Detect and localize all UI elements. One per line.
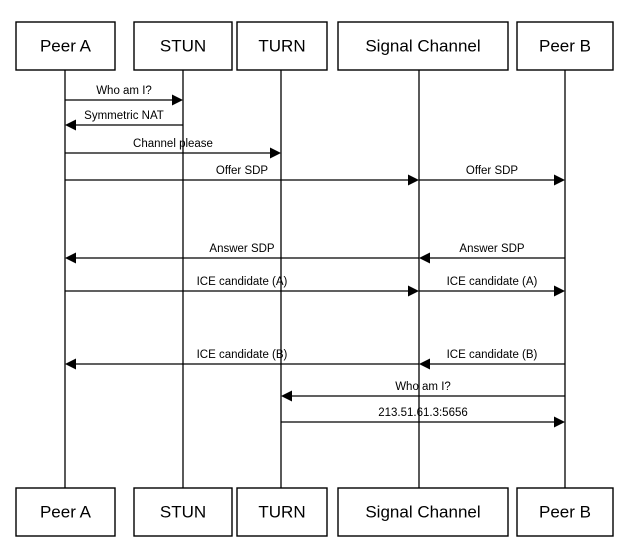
participant-box bbox=[133, 487, 233, 537]
message-5[interactable]: Offer SDP bbox=[419, 165, 565, 186]
participant-label: STUN bbox=[160, 502, 206, 521]
participant-header-layer: Peer A STUN TURN Signal Channel Peer B bbox=[15, 21, 614, 71]
participant-box bbox=[15, 487, 116, 537]
participant-turn-header[interactable]: TURN bbox=[236, 21, 328, 71]
participant-box bbox=[516, 487, 614, 537]
participant-box bbox=[337, 21, 509, 71]
participant-peer-b-footer[interactable]: Peer B bbox=[516, 487, 614, 537]
participant-turn-footer[interactable]: TURN bbox=[236, 487, 328, 537]
participant-stun-footer[interactable]: STUN bbox=[133, 487, 233, 537]
message-arrowhead bbox=[408, 174, 419, 186]
message-4[interactable]: Offer SDP bbox=[65, 165, 419, 186]
message-label: ICE candidate (B) bbox=[447, 349, 538, 361]
participant-label: Peer A bbox=[40, 36, 92, 55]
message-label: Symmetric NAT bbox=[84, 110, 164, 122]
lifelines-layer bbox=[64, 70, 566, 488]
message-label: Channel please bbox=[133, 138, 213, 150]
message-arrowhead bbox=[65, 119, 76, 131]
participant-label: Signal Channel bbox=[365, 502, 480, 521]
message-3[interactable]: Channel please bbox=[65, 138, 281, 159]
participant-box bbox=[516, 21, 614, 71]
participant-label: TURN bbox=[258, 502, 305, 521]
participant-box bbox=[236, 487, 328, 537]
participant-box bbox=[133, 21, 233, 71]
message-arrowhead bbox=[419, 252, 430, 264]
message-arrowhead bbox=[554, 285, 565, 297]
participant-signal-channel-footer[interactable]: Signal Channel bbox=[337, 487, 509, 537]
message-label: Offer SDP bbox=[466, 165, 519, 177]
message-arrowhead bbox=[172, 94, 183, 106]
message-arrowhead bbox=[270, 147, 281, 159]
participant-box bbox=[236, 21, 328, 71]
messages-layer: Who am I? Symmetric NAT Channel pleaseOffe… bbox=[65, 85, 565, 428]
message-arrowhead bbox=[281, 390, 292, 402]
message-label: 213.51.61.3:5656 bbox=[378, 407, 468, 419]
message-1[interactable]: Who am I? bbox=[65, 85, 183, 106]
participant-peer-b-header[interactable]: Peer B bbox=[516, 21, 614, 71]
message-label: ICE candidate (A) bbox=[447, 276, 538, 288]
participant-peer-a-header[interactable]: Peer A bbox=[15, 21, 116, 71]
message-label: ICE candidate (A) bbox=[197, 276, 288, 288]
message-10[interactable]: ICE candidate (B) bbox=[65, 349, 419, 370]
participant-label: Peer B bbox=[539, 36, 591, 55]
message-9[interactable]: ICE candidate (A) bbox=[419, 276, 565, 297]
participant-label: Peer A bbox=[40, 502, 92, 521]
participant-label: Signal Channel bbox=[365, 36, 480, 55]
message-arrowhead bbox=[554, 416, 565, 428]
message-6[interactable]: Answer SDP bbox=[65, 243, 419, 264]
participant-box bbox=[15, 21, 116, 71]
participant-box bbox=[337, 487, 509, 537]
message-label: Answer SDP bbox=[459, 243, 525, 255]
participant-stun-header[interactable]: STUN bbox=[133, 21, 233, 71]
participant-label: Peer B bbox=[539, 502, 591, 521]
message-12[interactable]: Who am I? bbox=[281, 381, 565, 402]
participant-label: TURN bbox=[258, 36, 305, 55]
message-arrowhead bbox=[65, 252, 76, 264]
message-13[interactable]: 213.51.61.3:5656 bbox=[281, 407, 565, 428]
participant-label: STUN bbox=[160, 36, 206, 55]
message-label: Who am I? bbox=[96, 85, 152, 97]
message-label: Offer SDP bbox=[216, 165, 269, 177]
message-2[interactable]: Symmetric NAT bbox=[65, 110, 183, 131]
message-8[interactable]: ICE candidate (A) bbox=[65, 276, 419, 297]
message-arrowhead bbox=[408, 285, 419, 297]
message-label: ICE candidate (B) bbox=[197, 349, 288, 361]
message-arrowhead bbox=[419, 358, 430, 370]
participant-footer-layer: Peer A STUN TURN Signal Channel Peer B bbox=[15, 487, 614, 537]
message-label: Answer SDP bbox=[209, 243, 275, 255]
message-label: Who am I? bbox=[395, 381, 451, 393]
participant-signal-channel-header[interactable]: Signal Channel bbox=[337, 21, 509, 71]
message-arrowhead bbox=[65, 358, 76, 370]
message-11[interactable]: ICE candidate (B) bbox=[419, 349, 565, 370]
message-arrowhead bbox=[554, 174, 565, 186]
participant-peer-a-footer[interactable]: Peer A bbox=[15, 487, 116, 537]
message-7[interactable]: Answer SDP bbox=[419, 243, 565, 264]
